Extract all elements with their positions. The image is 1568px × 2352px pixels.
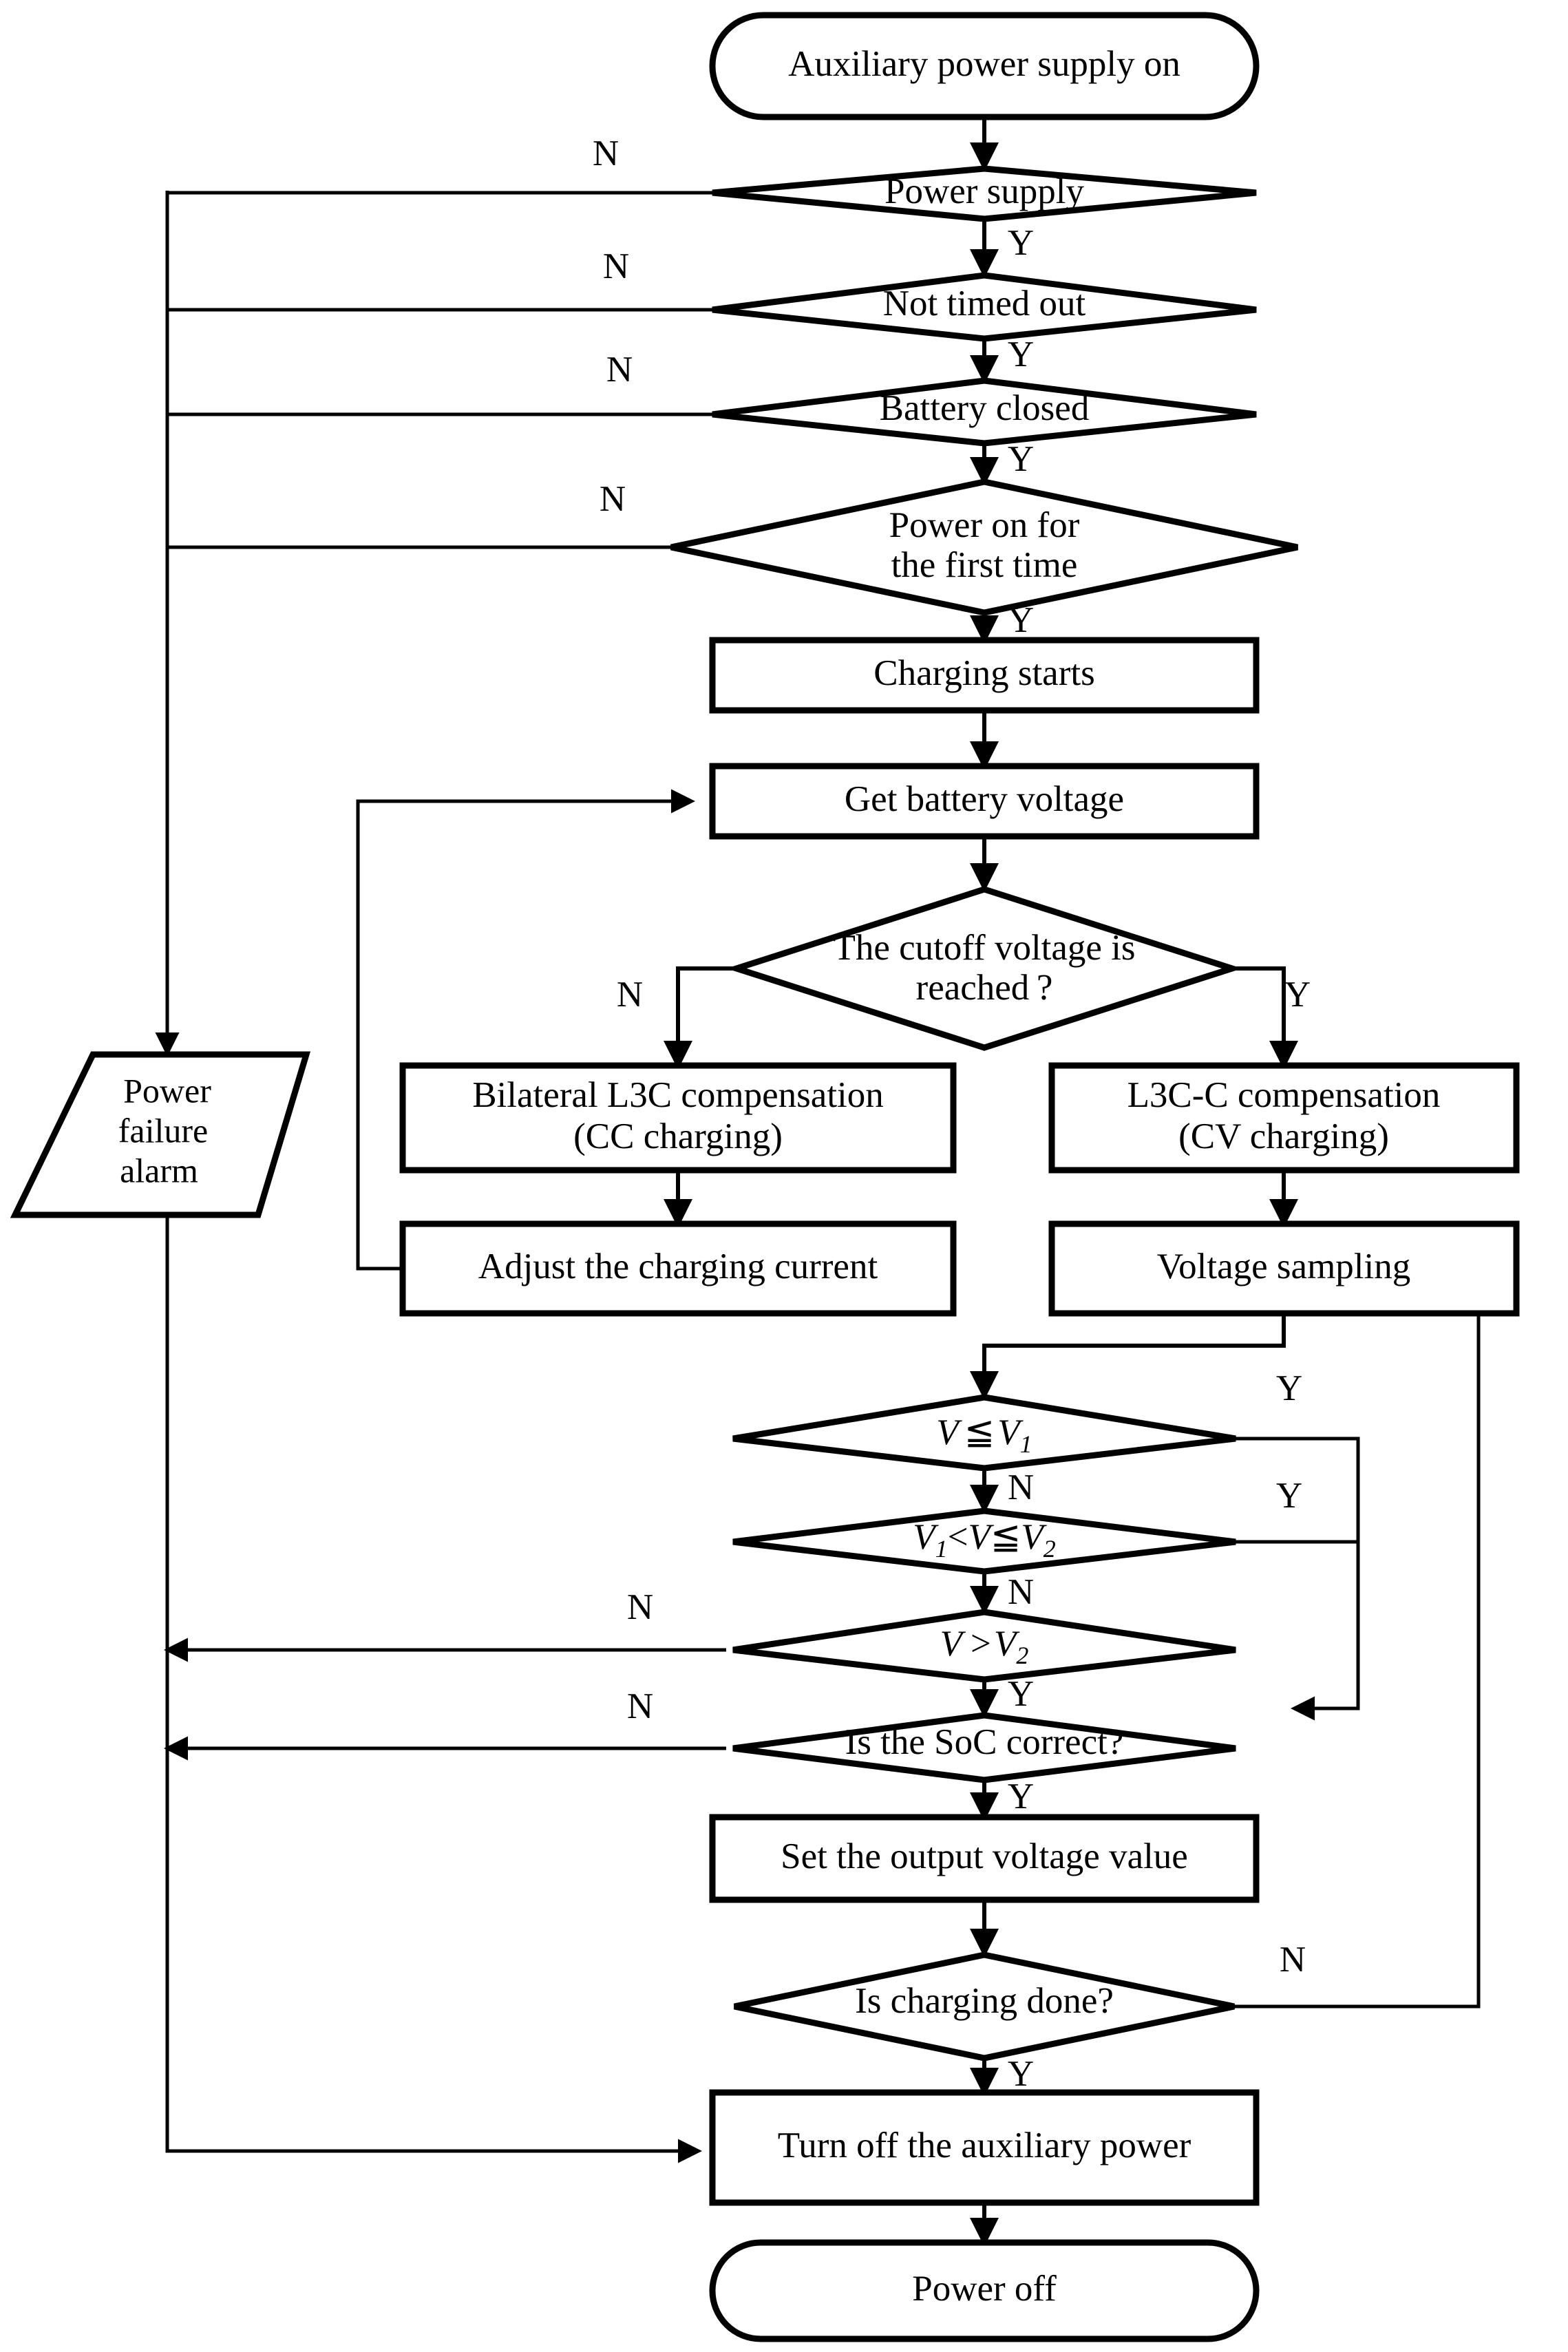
node-power-supply-decision[interactable]: [712, 165, 1257, 222]
node-power-off-label: Power off: [912, 2269, 1057, 2309]
edge-v-le-v1-yes: [1236, 1437, 1360, 1721]
node-get-voltage-label: Get battery voltage: [845, 779, 1124, 819]
branch-label-first-power-on-no: N: [600, 479, 626, 519]
node-cutoff-reached-decision[interactable]: [726, 886, 1242, 1051]
edge-cutoff-no: [664, 966, 737, 1070]
branch-label-not-timed-out-yes: Y: [1008, 335, 1034, 374]
branch-label-charging-done-no: N: [1280, 1940, 1306, 1980]
node-get-voltage-process[interactable]: [709, 763, 1260, 840]
branch-label-v-gt-v2-yes: Y: [1008, 1674, 1034, 1714]
branch-label-power-supply-no: N: [593, 134, 619, 173]
edge-power-failure-to-turn-off: [165, 1215, 702, 2163]
branch-label-power-supply-yes: Y: [1008, 223, 1034, 263]
node-voltage-sampling-label: Voltage sampling: [1157, 1247, 1411, 1286]
node-charging-done-decision[interactable]: [734, 1951, 1235, 2062]
branch-label-v-le-v1-no: N: [1008, 1468, 1034, 1507]
branch-label-first-power-on-yes: Y: [1008, 600, 1034, 640]
edge-adjust-to-get-voltage-loop: [356, 789, 695, 1271]
edge-sampling-to-v1-check: [970, 1294, 1286, 1400]
node-power-failure-label-line3: alarm: [120, 1151, 198, 1189]
node-cc-label-line1: Bilateral L3C compensation: [472, 1075, 884, 1115]
branch-label-v-gt-v2-no: N: [627, 1587, 653, 1627]
node-cv-compensation-process[interactable]: [1048, 1062, 1520, 1174]
node-adjust-current-process[interactable]: [399, 1220, 957, 1317]
branch-label-battery-closed-yes: Y: [1008, 439, 1034, 479]
branch-label-cutoff-yes: Y: [1284, 975, 1311, 1015]
node-cutoff-label-line1: The cutoff voltage is: [833, 928, 1135, 968]
node-v-le-v1-label: V≦V1: [936, 1412, 1032, 1458]
node-set-output-process[interactable]: [709, 1814, 1260, 1903]
node-v1-v-v2-decision[interactable]: [732, 1507, 1236, 1575]
branch-label-soc-yes: Y: [1008, 1777, 1034, 1816]
node-v1-v-v2-label: V1<V≦V2: [913, 1517, 1055, 1562]
node-first-power-on-label-line2: the first time: [891, 545, 1078, 585]
branch-label-v1-v-v2-yes: Y: [1276, 1476, 1302, 1516]
branch-label-soc-no: N: [627, 1686, 653, 1726]
node-power-failure-label-line2: failure: [118, 1111, 208, 1149]
node-power-failure-parallelogram[interactable]: [10, 1051, 311, 1218]
branch-label-v-le-v1-yes: Y: [1276, 1368, 1302, 1408]
node-set-output-label: Set the output voltage value: [781, 1836, 1188, 1876]
branch-label-not-timed-out-no: N: [603, 246, 629, 286]
node-voltage-sampling-process[interactable]: [1048, 1220, 1520, 1317]
node-adjust-current-label: Adjust the charging current: [478, 1247, 878, 1286]
node-v-gt-v2-label: V>V2: [940, 1624, 1029, 1669]
node-turn-off-aux-label: Turn off the auxiliary power: [778, 2126, 1191, 2165]
node-battery-closed-decision[interactable]: [712, 377, 1257, 447]
edge-cutoff-yes: [1232, 966, 1298, 1070]
node-cv-label-line1: L3C-C compensation: [1127, 1075, 1441, 1115]
node-soc-correct-label: Is the SoC correct?: [845, 1722, 1124, 1762]
node-first-power-on-decision[interactable]: [670, 478, 1298, 616]
node-v-gt-v2-decision[interactable]: [732, 1609, 1236, 1683]
node-turn-off-aux-process[interactable]: [709, 2089, 1260, 2206]
node-soc-correct-decision[interactable]: [732, 1712, 1236, 1783]
node-power-failure-label-line1: Power: [123, 1071, 211, 1110]
node-battery-closed-label: Battery closed: [880, 388, 1090, 428]
branch-label-battery-closed-no: N: [606, 350, 633, 390]
branch-label-cutoff-no: N: [617, 975, 643, 1015]
node-start-label: Auxiliary power supply on: [788, 44, 1180, 84]
node-cc-label-line2: (CC charging): [573, 1116, 783, 1156]
node-charging-done-label: Is charging done?: [855, 1981, 1114, 2021]
node-not-timed-out-label: Not timed out: [883, 284, 1086, 324]
node-not-timed-out-decision[interactable]: [712, 272, 1257, 342]
node-cutoff-label-line2: reached ?: [916, 968, 1053, 1008]
node-first-power-on-label-line1: Power on for: [889, 505, 1080, 545]
node-cc-compensation-process[interactable]: [399, 1062, 957, 1174]
node-charging-starts-process[interactable]: [709, 637, 1260, 714]
node-power-off-terminator[interactable]: [709, 2239, 1260, 2342]
branch-label-v1-v-v2-no: N: [1008, 1572, 1034, 1612]
node-charging-starts-label: Charging starts: [873, 653, 1094, 693]
node-v-le-v1-decision[interactable]: [732, 1394, 1236, 1472]
node-start-terminator[interactable]: [709, 12, 1260, 120]
node-power-supply-label: Power supply: [884, 171, 1085, 211]
node-cv-label-line2: (CV charging): [1178, 1116, 1389, 1156]
branch-label-charging-done-yes: Y: [1008, 2054, 1034, 2094]
